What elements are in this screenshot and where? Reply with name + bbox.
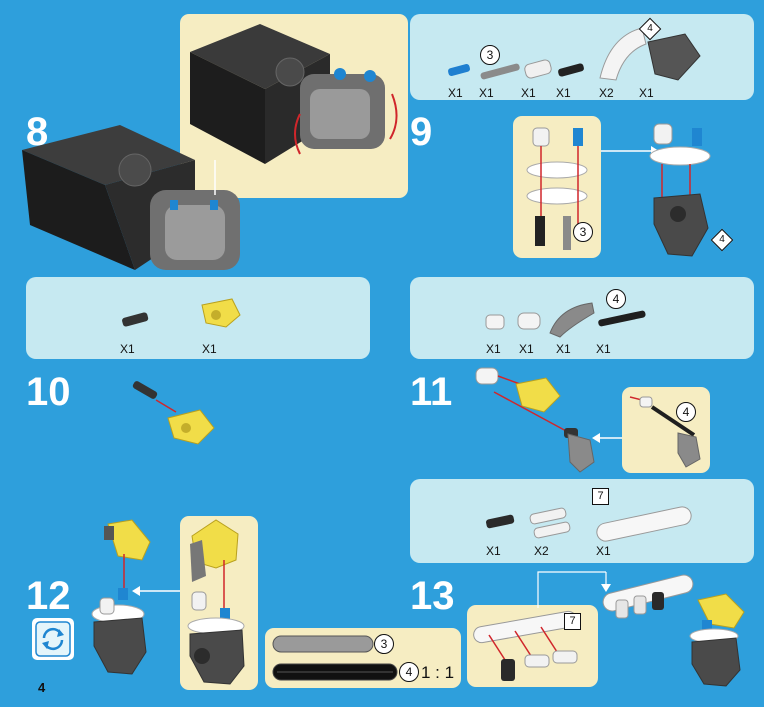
step9-parts-illustrations — [448, 27, 701, 81]
white-plate-part — [599, 27, 647, 81]
scale-ref-4: 4 — [399, 662, 419, 682]
step-number-10: 10 — [26, 370, 71, 414]
step9-qty-6: X1 — [639, 86, 654, 100]
step-number-12: 12 — [26, 574, 71, 618]
step9-qty-2: X1 — [479, 86, 494, 100]
step12-callout-assembly — [187, 519, 245, 685]
step11-assembly — [475, 367, 595, 473]
axle-scale-bars — [272, 635, 398, 681]
white-bush-part — [485, 314, 505, 330]
step10-parts-illustrations — [122, 298, 241, 328]
gray-body-part — [647, 33, 701, 81]
step11-qty-3: X1 — [556, 342, 571, 356]
step12-assembly — [91, 519, 151, 675]
step10-qty-2: X1 — [202, 342, 217, 356]
step-number-8: 8 — [26, 110, 49, 154]
gray-cam-part — [549, 302, 595, 338]
step12-callout-arrow — [132, 586, 180, 596]
white-beam-part — [596, 506, 692, 542]
white-connector-part — [517, 312, 541, 330]
step9-qty-4: X1 — [556, 86, 571, 100]
step9-callout-ref-3: 3 — [573, 222, 593, 242]
rotate-model-icon — [32, 618, 74, 660]
step11-callout-arrow — [592, 433, 626, 443]
black-pin-part — [486, 514, 515, 529]
step13-callout-arrow — [537, 571, 611, 608]
black-pin-part — [558, 63, 584, 77]
step13-qty-3: X1 — [596, 544, 611, 558]
scale-ref-3: 3 — [374, 634, 394, 654]
white-double-pin-part — [529, 507, 571, 539]
step9-qty-5: X2 — [599, 86, 614, 100]
yellow-connector-part — [201, 298, 241, 328]
step13-parts-panel — [410, 479, 754, 563]
blue-pin-part — [448, 63, 470, 77]
step13-parts-illustrations — [486, 506, 692, 542]
white-connector-part — [524, 59, 552, 79]
step10-qty-1: X1 — [120, 342, 135, 356]
step11-callout-assembly — [629, 396, 701, 468]
step9-qty-1: X1 — [448, 86, 463, 100]
page-number: 4 — [38, 680, 46, 695]
step11-qty-2: X1 — [519, 342, 534, 356]
step13-qty-1: X1 — [486, 544, 501, 558]
step8-callout-motor — [190, 24, 398, 164]
step13-qty-2: X2 — [534, 544, 549, 558]
step13-callout-ref-7: 7 — [564, 613, 581, 630]
step-number-13: 13 — [410, 574, 455, 618]
step13-callout-assembly — [473, 610, 578, 681]
step9-qty-3: X1 — [521, 86, 536, 100]
step11-qty-1: X1 — [486, 342, 501, 356]
step10-parts-panel — [26, 277, 370, 359]
gray-axle-part — [480, 63, 520, 80]
black-axle-part — [598, 310, 646, 327]
step9-axle-ref-3: 3 — [480, 45, 500, 65]
step11-parts-illustrations — [485, 302, 646, 338]
step13-assembly — [602, 574, 745, 687]
step13-beam-ref-7: 7 — [592, 488, 609, 505]
step9-callout-stack — [526, 127, 588, 250]
step11-qty-4: X1 — [596, 342, 611, 356]
scale-ratio-label: 1 : 1 — [421, 663, 455, 682]
step11-callout-ref-4: 4 — [676, 402, 696, 422]
step-number-11: 11 — [410, 370, 453, 414]
step9-gray-body-assembly — [649, 123, 711, 257]
black-pin-part — [122, 312, 149, 327]
step10-assembly — [132, 381, 215, 445]
step11-axle-ref-4: 4 — [606, 289, 626, 309]
step8-motor-assembly — [22, 125, 240, 270]
step-number-9: 9 — [410, 110, 433, 154]
